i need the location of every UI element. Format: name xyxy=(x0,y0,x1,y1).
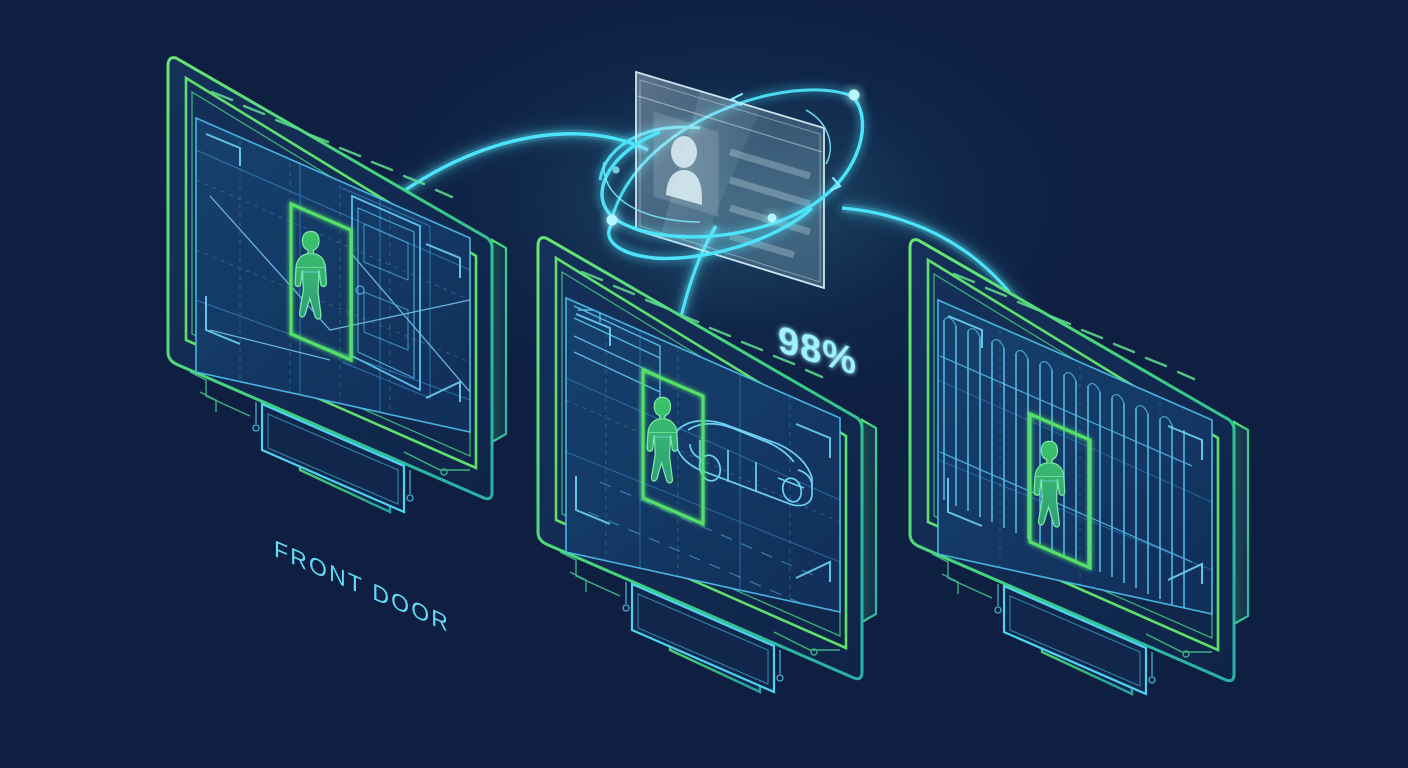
car-graphic xyxy=(675,419,813,507)
hud-corner-marks xyxy=(947,315,1203,584)
monitor-side-yard-side xyxy=(1232,420,1250,626)
label-plaque-driveway[interactable]: DRIVEWAY xyxy=(622,582,784,768)
monitor-side-yard-bezel xyxy=(926,257,1220,652)
hud-corner-marks xyxy=(575,313,831,582)
monitor-side-yard[interactable]: SIDE YARD xyxy=(908,238,1250,768)
orbit-ring-front xyxy=(600,94,865,261)
detection-box-driveway[interactable] xyxy=(641,367,705,527)
monitor-driveway-bezel xyxy=(554,255,848,650)
avatar-photo-box xyxy=(653,111,719,217)
detection-box-front-door[interactable] xyxy=(289,201,353,363)
orbit-arrow-icons xyxy=(730,93,842,191)
monitor-driveway-side xyxy=(860,418,878,624)
monitor-front-door-side xyxy=(490,238,508,444)
monitor-driveway-vents xyxy=(580,270,824,379)
monitor-driveway[interactable]: DRIVEWAY xyxy=(536,236,878,768)
monitor-front-door-vents xyxy=(210,90,454,199)
hud-corner-marks xyxy=(205,133,461,402)
monitor-front-door-screen xyxy=(196,118,470,432)
orbit-ring-thin xyxy=(603,109,831,223)
monitor-front-door-bezel xyxy=(184,75,478,470)
orbit-node-dots xyxy=(606,89,860,226)
id-card-body xyxy=(635,70,825,290)
monitor-driveway-screen-content xyxy=(566,305,840,612)
detection-box-side-yard[interactable] xyxy=(1028,411,1092,571)
monitor-side-yard-screen-content xyxy=(938,315,1212,614)
monitor-side-yard-vents xyxy=(952,272,1196,381)
label-plaque-side-yard[interactable]: SIDE YARD xyxy=(994,584,1158,768)
monitor-side-yard-screen xyxy=(938,300,1212,614)
monitor-front-door-screen-content xyxy=(196,132,470,430)
person-avatar-icon xyxy=(666,136,702,205)
